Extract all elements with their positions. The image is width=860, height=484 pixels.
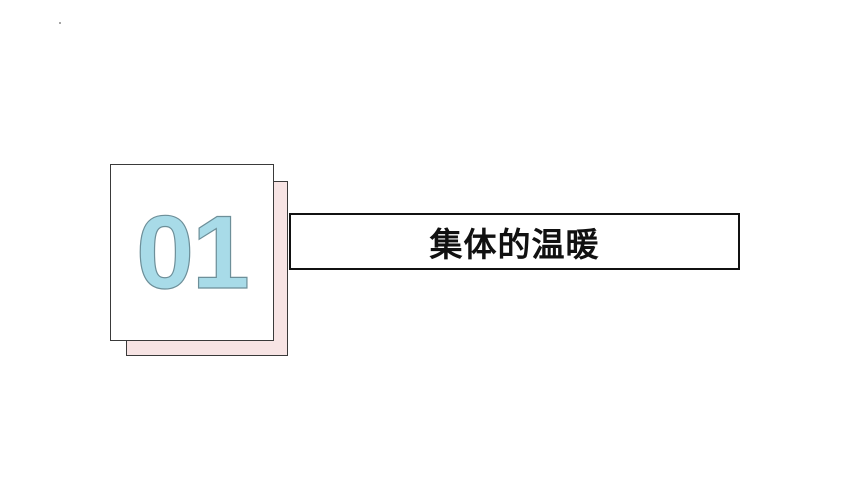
- section-title-box: 集体的温暖: [289, 213, 740, 270]
- section-number: 01: [136, 194, 251, 311]
- section-title: 集体的温暖: [429, 224, 600, 264]
- section-number-card: 01: [110, 164, 274, 341]
- corner-dot: [59, 22, 61, 24]
